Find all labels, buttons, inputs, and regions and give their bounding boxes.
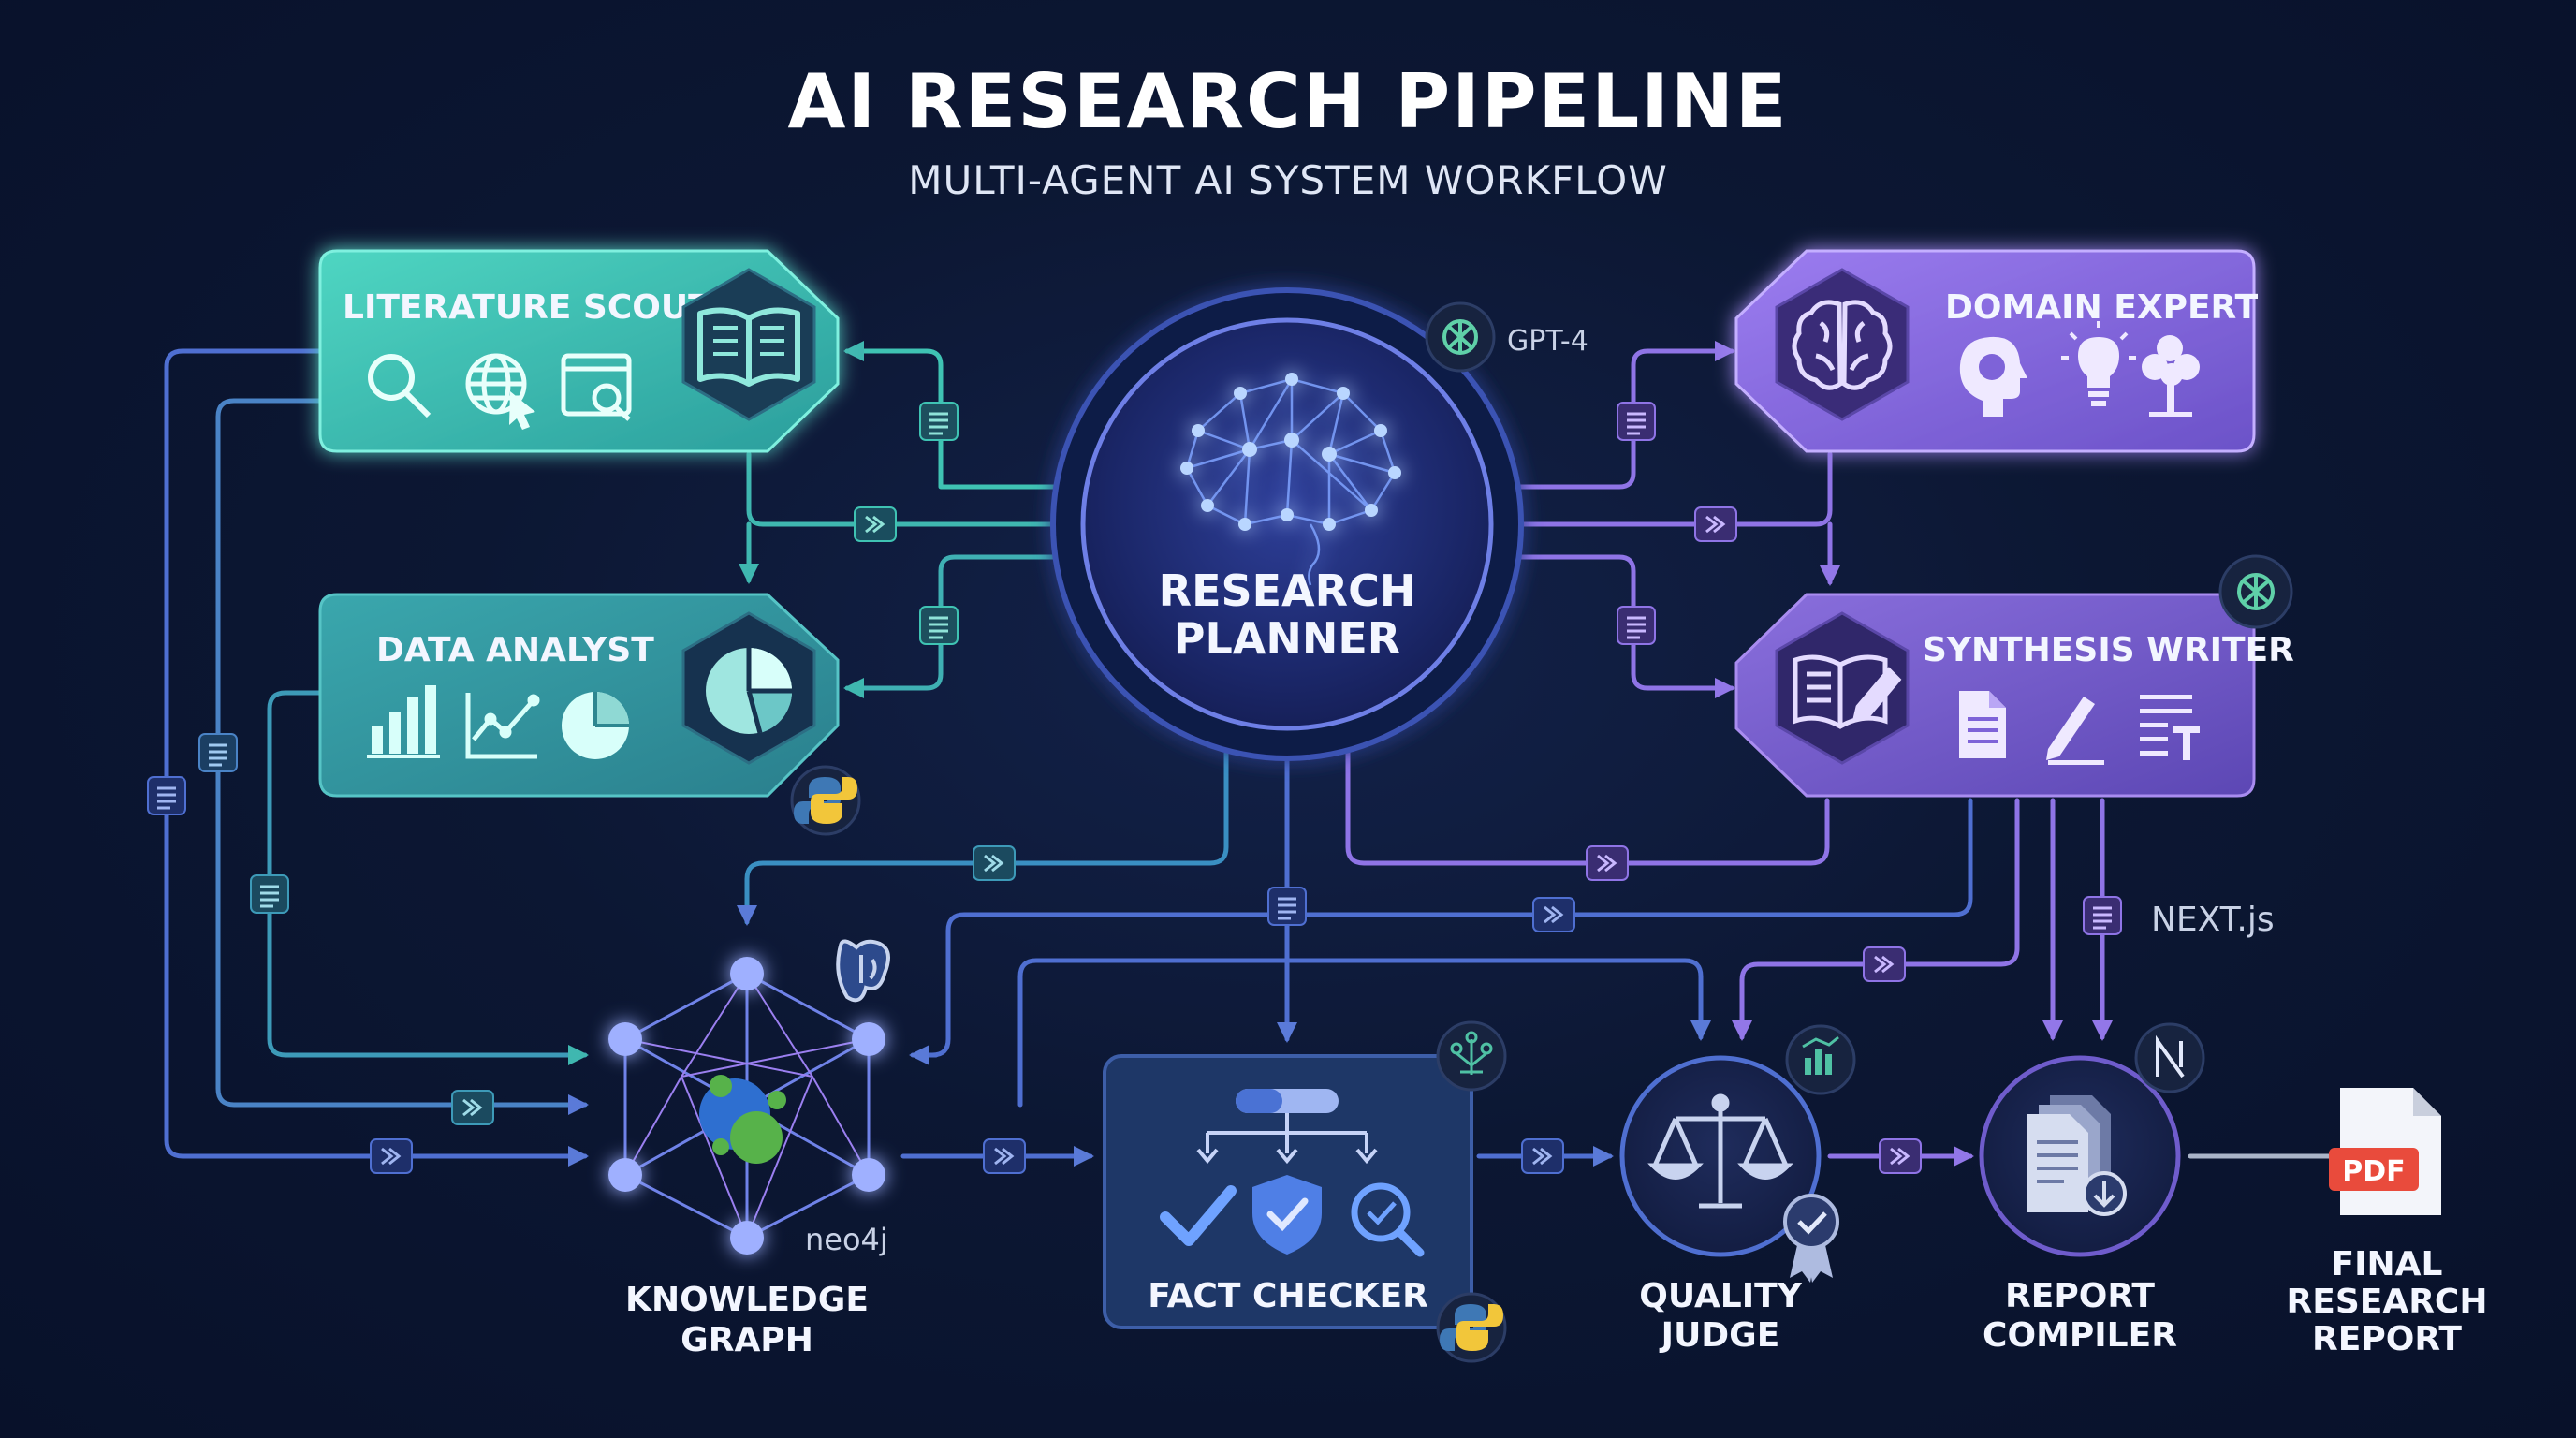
python-logo-icon [1436, 1292, 1507, 1363]
message-chips [147, 402, 2122, 1174]
stream-chip [1694, 506, 1737, 542]
synthesis-writer-label: SYNTHESIS WRITER [1923, 631, 2294, 669]
writing-book-icon [1793, 654, 1902, 729]
gpt4-badge: GPT-4 [1507, 325, 1588, 358]
report-compiler-node[interactable]: REPORT COMPILER [1979, 1022, 2205, 1355]
doc-chip [147, 776, 186, 815]
checkmark-icon [1160, 1185, 1237, 1246]
award-badge-icon [1783, 1194, 1839, 1283]
doc-chip [2083, 896, 2122, 935]
flow-split-icon [1196, 1089, 1378, 1165]
quality-judge-label-line1: QUALITY [1639, 1277, 1802, 1315]
pie-chart-icon [706, 648, 793, 734]
bar-chart-icon [367, 685, 440, 758]
lightbulb-icon [2061, 321, 2136, 406]
globe-cursor-icon [465, 353, 535, 430]
final-report-label-line1: FINAL [2332, 1245, 2443, 1284]
scales-icon [1647, 1093, 1793, 1209]
edge-literature-kg-outer [164, 348, 589, 1167]
literature-scout-label: LITERATURE SCOUT [343, 288, 711, 327]
doc-chip [1617, 606, 1656, 645]
search-icon [368, 354, 432, 418]
stacked-documents-icon [2027, 1095, 2127, 1216]
knowledge-graph-node[interactable]: neo4j KNOWLEDGE GRAPH [608, 939, 890, 1359]
edge-expert-writer [1518, 451, 1830, 582]
tree-network-icon [1436, 1020, 1507, 1092]
stream-chip [1521, 1138, 1564, 1174]
quality-judge-node[interactable]: QUALITY JUDGE [1619, 1024, 1856, 1355]
doc-chip [919, 402, 959, 441]
knowledge-graph-label-line2: GRAPH [681, 1321, 813, 1359]
edge-literature-analyst [749, 451, 1056, 580]
data-analyst-label: DATA ANALYST [376, 631, 654, 669]
domain-expert-label: DOMAIN EXPERT [1945, 288, 2259, 327]
neural-brain-icon [1180, 373, 1401, 586]
neo4j-badge: neo4j [805, 1222, 888, 1257]
text-format-icon [2140, 695, 2200, 760]
document-icon [1959, 691, 2006, 758]
doc-chip [919, 606, 959, 645]
stream-chip [370, 1138, 413, 1174]
nextjs-logo-icon [2134, 1022, 2205, 1093]
head-brain-icon [1959, 336, 2027, 417]
stream-chip [451, 1090, 494, 1125]
line-chart-icon [465, 693, 540, 759]
data-analyst-card[interactable]: DATA ANALYST [318, 593, 861, 836]
synthesis-writer-card[interactable]: SYNTHESIS WRITER NEXT.js [1734, 554, 2294, 939]
bar-network-icon [1785, 1024, 1856, 1095]
report-compiler-label-line2: COMPILER [1983, 1316, 2177, 1355]
stream-chip [1532, 897, 1575, 932]
domain-expert-card[interactable]: DOMAIN EXPERT [1734, 249, 2259, 453]
stream-chip [1879, 1138, 1922, 1174]
report-compiler-label-line1: REPORT [2005, 1277, 2155, 1315]
page-subtitle: MULTI-AGENT AI SYSTEM WORKFLOW [908, 157, 1668, 203]
pencil-icon [2046, 697, 2104, 765]
pie-small-icon [562, 692, 629, 759]
planner-label-line2: PLANNER [1174, 613, 1400, 664]
stream-chip [1586, 845, 1629, 881]
doc-chip [1617, 402, 1656, 441]
openai-logo-icon [1425, 301, 1496, 373]
final-report-label-line3: REPORT [2312, 1320, 2462, 1358]
pdf-file-icon: PDF [2329, 1088, 2441, 1215]
doc-chip [250, 874, 289, 914]
edge-fact-judge-top [1017, 958, 1711, 1108]
neo4j-cluster-icon [699, 1075, 786, 1164]
research-planner-node[interactable]: RESEARCH PLANNER GPT-4 [1050, 287, 1588, 761]
magnify-check-icon [1351, 1182, 1425, 1257]
edge-writer-judge [1732, 798, 2020, 1041]
postgresql-logo-icon [836, 939, 890, 1003]
edge-writer-kg [924, 798, 1973, 1058]
nextjs-badge: NEXT.js [2151, 901, 2275, 939]
knowledge-graph-label-line1: KNOWLEDGE [625, 1281, 869, 1319]
tree-icon [2142, 335, 2200, 417]
edge-analyst-kg [267, 690, 589, 1065]
stream-chip [854, 506, 897, 542]
fact-checker-label: FACT CHECKER [1148, 1277, 1428, 1315]
doc-chip [1267, 887, 1307, 926]
pdf-tag: PDF [2342, 1155, 2405, 1188]
stream-chip [1863, 946, 1906, 982]
literature-scout-card[interactable]: LITERATURE SCOUT [318, 249, 840, 453]
final-report-label-line2: RESEARCH [2287, 1283, 2488, 1321]
openai-logo-icon [2218, 554, 2293, 629]
brain-icon [1792, 300, 1893, 390]
stream-chip [973, 845, 1016, 881]
browser-search-icon [561, 353, 632, 421]
shield-check-icon [1252, 1175, 1322, 1255]
edge-planner-writer-bottom [1345, 746, 1830, 866]
fact-checker-node[interactable]: FACT CHECKER [1103, 1020, 1507, 1363]
quality-judge-label-line2: JUDGE [1659, 1316, 1780, 1355]
page-title: AI RESEARCH PIPELINE [787, 58, 1789, 145]
planner-label-line1: RESEARCH [1159, 565, 1416, 616]
doc-chip [198, 733, 238, 772]
stream-chip [983, 1138, 1026, 1174]
open-book-icon [697, 307, 800, 387]
python-logo-icon [790, 765, 861, 836]
final-report-node[interactable]: PDF FINAL RESEARCH REPORT [2287, 1088, 2488, 1358]
